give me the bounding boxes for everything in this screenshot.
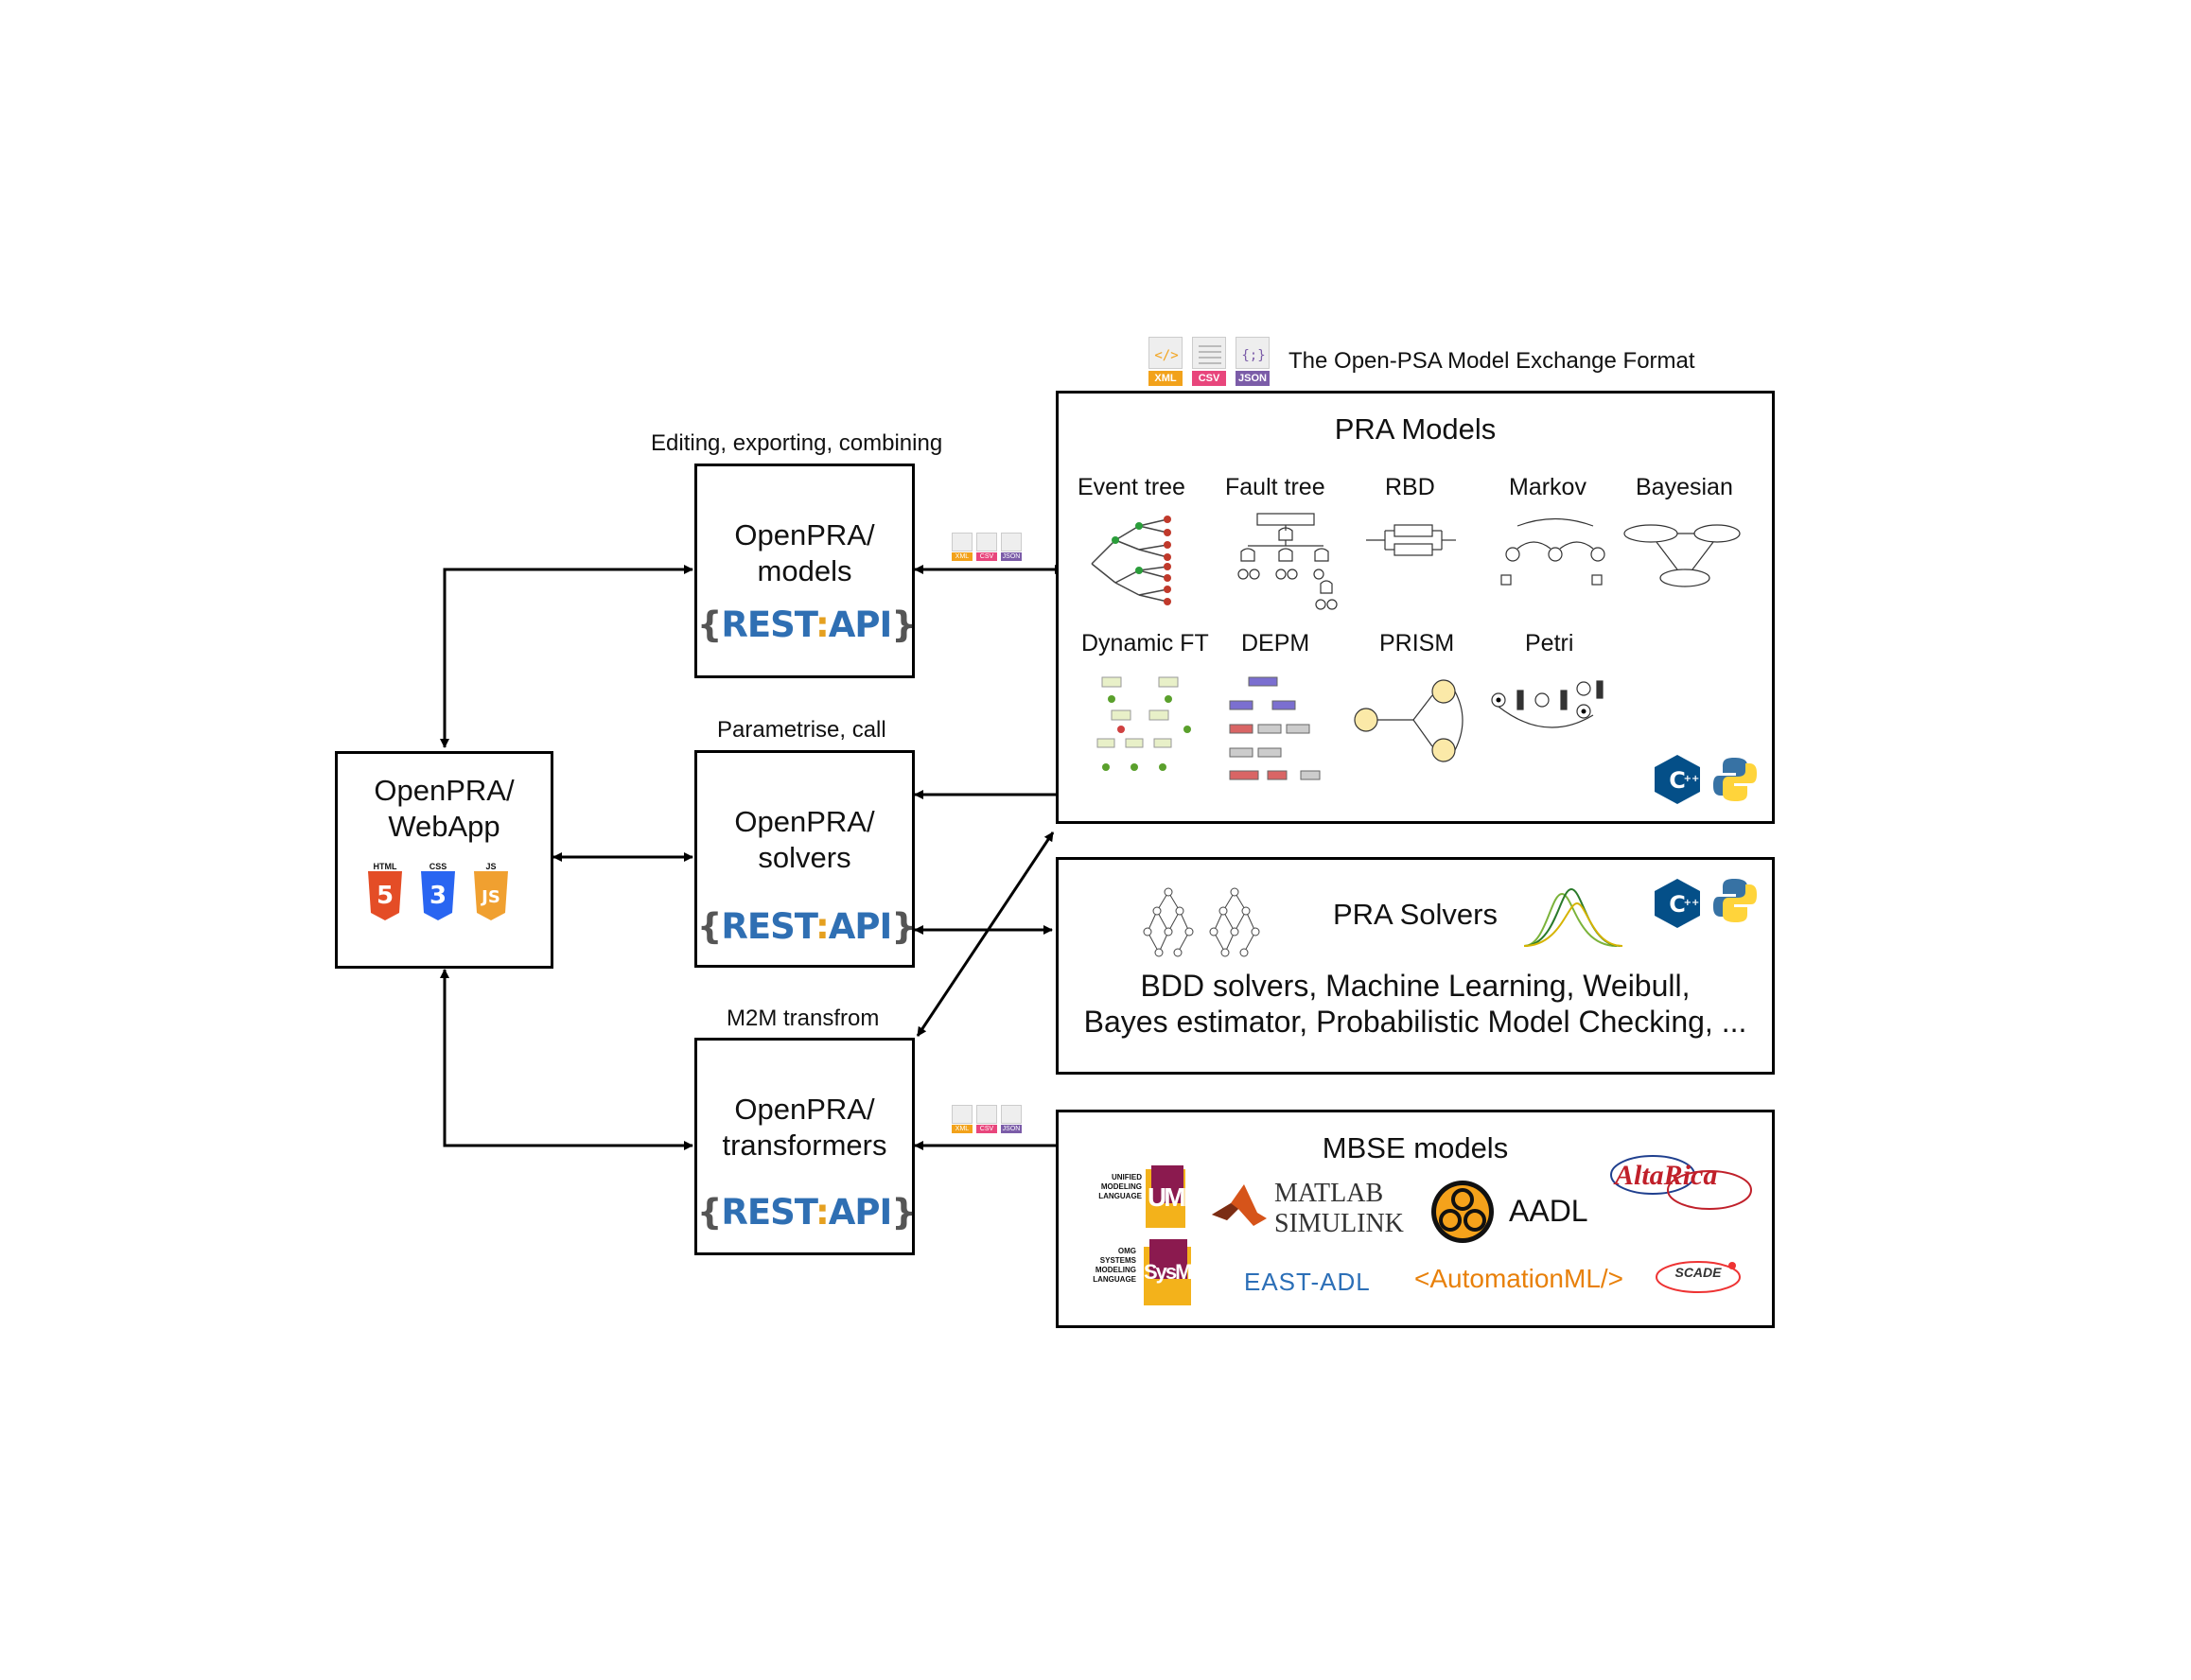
bdd-graph-icon	[1143, 887, 1260, 957]
svg-text:JS: JS	[480, 887, 500, 907]
pra-solvers-panel[interactable]: PRA Solvers C ++ BDD solvers, Machine Le…	[1056, 857, 1775, 1075]
fault-tree-thumbnail	[1237, 513, 1338, 610]
webapp-line1: OpenPRA/	[374, 774, 515, 807]
models-line2: models	[757, 554, 852, 587]
bayesian-thumbnail	[1623, 524, 1741, 587]
svg-text:++: ++	[1684, 898, 1700, 908]
json-file-icon: {;} JSON	[1236, 337, 1270, 386]
pra-solvers-title: PRA Solvers	[1332, 898, 1498, 931]
caption-solvers: Parametrise, call	[717, 717, 886, 743]
json-file-icon: JSON	[1001, 1105, 1022, 1133]
webapp-line2: WebApp	[388, 810, 500, 843]
python-icon	[1713, 879, 1757, 922]
model-label: Bayesian	[1636, 474, 1733, 500]
svg-text:++: ++	[1684, 774, 1700, 784]
dynamic-ft-thumbnail	[1096, 676, 1191, 771]
rest-api-logo: {REST:API}	[697, 1192, 917, 1233]
arrow-webapp-transformers	[440, 969, 693, 1150]
rbd-thumbnail	[1366, 524, 1456, 556]
rest-api-logo: {REST:API}	[697, 604, 917, 645]
csv-file-icon: CSV	[976, 1105, 997, 1133]
xml-file-icon: XML	[952, 533, 973, 561]
model-label: Event tree	[1078, 474, 1185, 500]
pra-solvers-line2: Bayes estimator, Probabilistic Model Che…	[1083, 1005, 1747, 1039]
caption-transformers: M2M transfrom	[727, 1006, 880, 1031]
pra-models-title: PRA Models	[1334, 412, 1497, 446]
models-line1: OpenPRA/	[734, 518, 875, 551]
model-label: DEPM	[1241, 630, 1310, 656]
models-node[interactable]: OpenPRA/ models {REST:API}	[694, 464, 917, 678]
html5-icon: HTML 5	[366, 862, 404, 922]
model-label: Markov	[1509, 474, 1586, 500]
cpp-icon: C ++	[1655, 879, 1700, 928]
aadl-logo: AADL	[1429, 1179, 1600, 1245]
model-label: RBD	[1385, 474, 1435, 500]
svg-text:{;}: {;}	[1241, 348, 1265, 363]
distribution-curves-icon	[1523, 887, 1623, 947]
model-label: Petri	[1525, 630, 1574, 656]
webapp-node[interactable]: OpenPRA/ WebApp HTML 5 CSS 3 JS JS	[335, 751, 553, 969]
python-icon	[1713, 758, 1757, 801]
arrow-webapp-models	[440, 565, 693, 748]
svg-text:C: C	[1669, 891, 1686, 918]
solvers-node[interactable]: OpenPRA/ solvers {REST:API}	[694, 750, 917, 968]
json-file-icon: JSON	[1001, 533, 1022, 561]
pra-solvers-line1: BDD solvers, Machine Learning, Weibull,	[1140, 969, 1691, 1003]
petri-thumbnail	[1491, 680, 1604, 728]
event-tree-thumbnail	[1091, 516, 1171, 605]
transformers-line2: transformers	[722, 1129, 887, 1162]
arrow-transformers-pra	[916, 831, 1055, 1037]
pra-models-panel[interactable]: PRA Models Event tree Fault tree RBD Mar…	[1056, 391, 1775, 824]
js-icon: JS JS	[472, 862, 510, 922]
automationml-logo: <AutomationML/>	[1414, 1264, 1624, 1293]
csv-file-icon: CSV	[1192, 337, 1226, 386]
transformers-node[interactable]: OpenPRA/ transformers {REST:API}	[694, 1038, 917, 1255]
xml-file-icon: </> XML	[1148, 337, 1183, 386]
prism-thumbnail	[1354, 679, 1464, 762]
rest-api-logo: {REST:API}	[697, 906, 917, 947]
depm-thumbnail	[1229, 676, 1321, 780]
svg-text:5: 5	[377, 882, 394, 910]
east-adl-logo: EAST-ADL	[1244, 1268, 1371, 1296]
caption-models: Editing, exporting, combining	[651, 430, 943, 456]
altarica-logo: AltaRica	[1605, 1146, 1757, 1218]
format-title: The Open-PSA Model Exchange Format	[1288, 348, 1695, 374]
xml-file-icon: XML	[952, 1105, 973, 1133]
csv-file-icon: CSV	[976, 533, 997, 561]
svg-text:3: 3	[429, 882, 447, 910]
markov-thumbnail	[1500, 517, 1605, 586]
svg-text:</>: </>	[1154, 348, 1178, 363]
matlab-simulink-logo: MATLAB SIMULINK	[1210, 1175, 1404, 1241]
model-label: Fault tree	[1225, 474, 1325, 500]
css3-icon: CSS 3	[419, 862, 457, 922]
mbse-title: MBSE models	[1322, 1131, 1509, 1164]
model-label: PRISM	[1379, 630, 1455, 656]
transformers-line1: OpenPRA/	[734, 1093, 875, 1126]
web-tech-badges: HTML 5 CSS 3 JS JS	[366, 862, 527, 930]
solvers-line2: solvers	[758, 841, 851, 874]
svg-text:C: C	[1669, 767, 1686, 794]
model-label: Dynamic FT	[1081, 630, 1209, 656]
solvers-line1: OpenPRA/	[734, 805, 875, 838]
cpp-icon: C ++	[1655, 755, 1700, 804]
scade-logo: SCADE	[1653, 1256, 1744, 1298]
